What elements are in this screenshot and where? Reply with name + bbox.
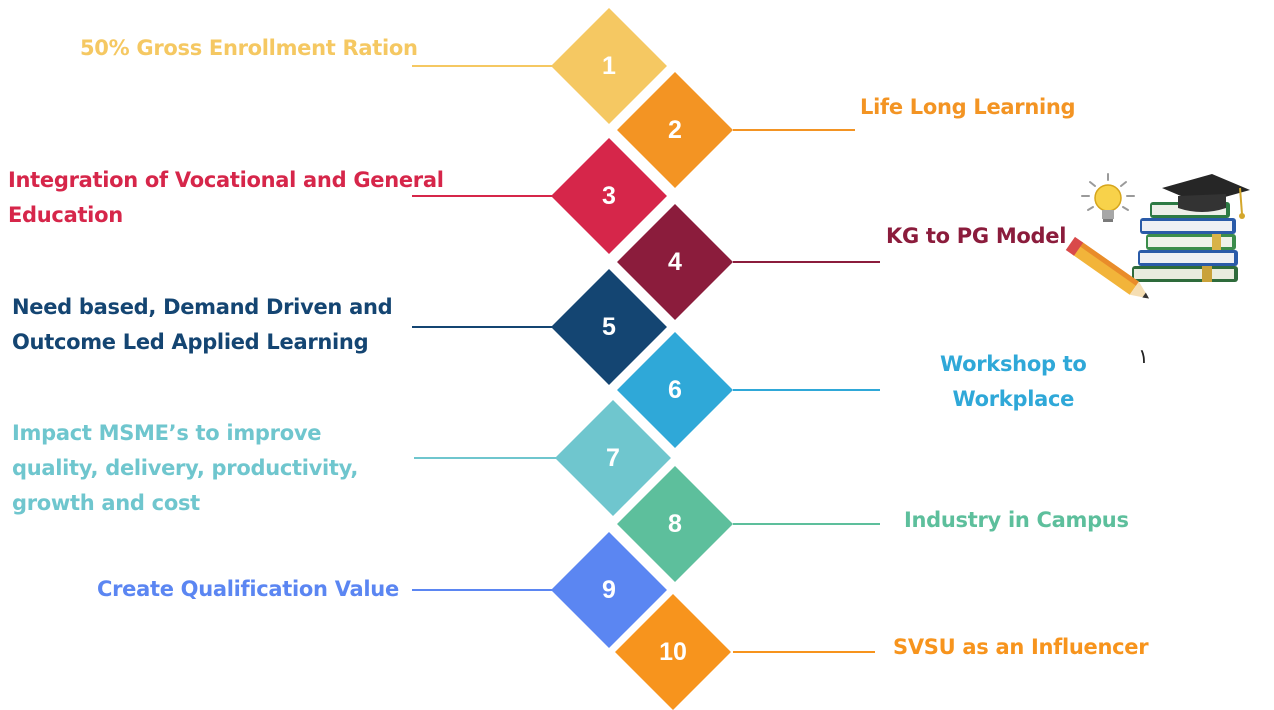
step-label-4-line-1: KG to PG Model (886, 224, 1067, 248)
step-label-7: Impact MSME’s to improve quality, deliver… (12, 416, 358, 521)
step-number-3: 3 (602, 181, 616, 210)
step-label-2-line-1: Life Long Learning (860, 95, 1076, 119)
step-label-9: Create Qualification Value (97, 572, 399, 607)
step-label-7-line-2: quality, delivery, productivity, (12, 456, 359, 480)
step-label-8-line-1: Industry in Campus (904, 508, 1129, 532)
connector-line-7 (414, 457, 557, 459)
step-label-4: KG to PG Model (886, 219, 1066, 254)
step-label-5-line-2: Outcome Led Applied Learning (12, 330, 369, 354)
connector-line-4 (733, 261, 880, 263)
step-label-1-line-1: 50% Gross Enrollment Ration (80, 36, 418, 60)
step-number-4: 4 (668, 247, 682, 276)
connector-line-6 (733, 389, 880, 391)
connector-line-1 (412, 65, 555, 67)
connector-line-8 (733, 523, 880, 525)
connector-line-9 (412, 589, 553, 591)
step-number-8: 8 (668, 509, 682, 538)
connector-line-3 (412, 195, 553, 197)
step-label-6-line-2: Workplace (952, 387, 1075, 411)
step-label-3-line-2: Education (8, 203, 123, 227)
step-label-8: Industry in Campus (904, 503, 1129, 538)
step-label-10: SVSU as an Influencer (893, 630, 1149, 665)
step-label-9-line-1: Create Qualification Value (97, 577, 399, 601)
connector-line-5 (412, 326, 553, 328)
connector-line-2 (733, 129, 855, 131)
step-number-7: 7 (606, 443, 620, 472)
step-label-3-line-1: Integration of Vocational and General (8, 168, 444, 192)
step-label-6: Workshop to Workplace (940, 347, 1087, 417)
step-label-6-line-1: Workshop to (940, 352, 1087, 376)
step-label-1: 50% Gross Enrollment Ration (80, 31, 418, 66)
step-number-1: 1 (602, 51, 616, 80)
step-label-7-line-1: Impact MSME’s to improve (12, 421, 322, 445)
connector-line-10 (733, 651, 875, 653)
step-number-9: 9 (602, 575, 616, 604)
step-number-10: 10 (659, 637, 687, 666)
step-number-6: 6 (668, 375, 682, 404)
step-label-7-line-3: growth and cost (12, 491, 200, 515)
step-label-2: Life Long Learning (860, 90, 1076, 125)
step-label-5-line-1: Need based, Demand Driven and (12, 295, 393, 319)
stray-mark: ١ (1138, 344, 1149, 368)
step-label-10-line-1: SVSU as an Influencer (893, 635, 1149, 659)
step-number-5: 5 (602, 312, 616, 341)
education-books-bulb-pencil-icon (1065, 173, 1250, 299)
step-number-2: 2 (668, 115, 682, 144)
